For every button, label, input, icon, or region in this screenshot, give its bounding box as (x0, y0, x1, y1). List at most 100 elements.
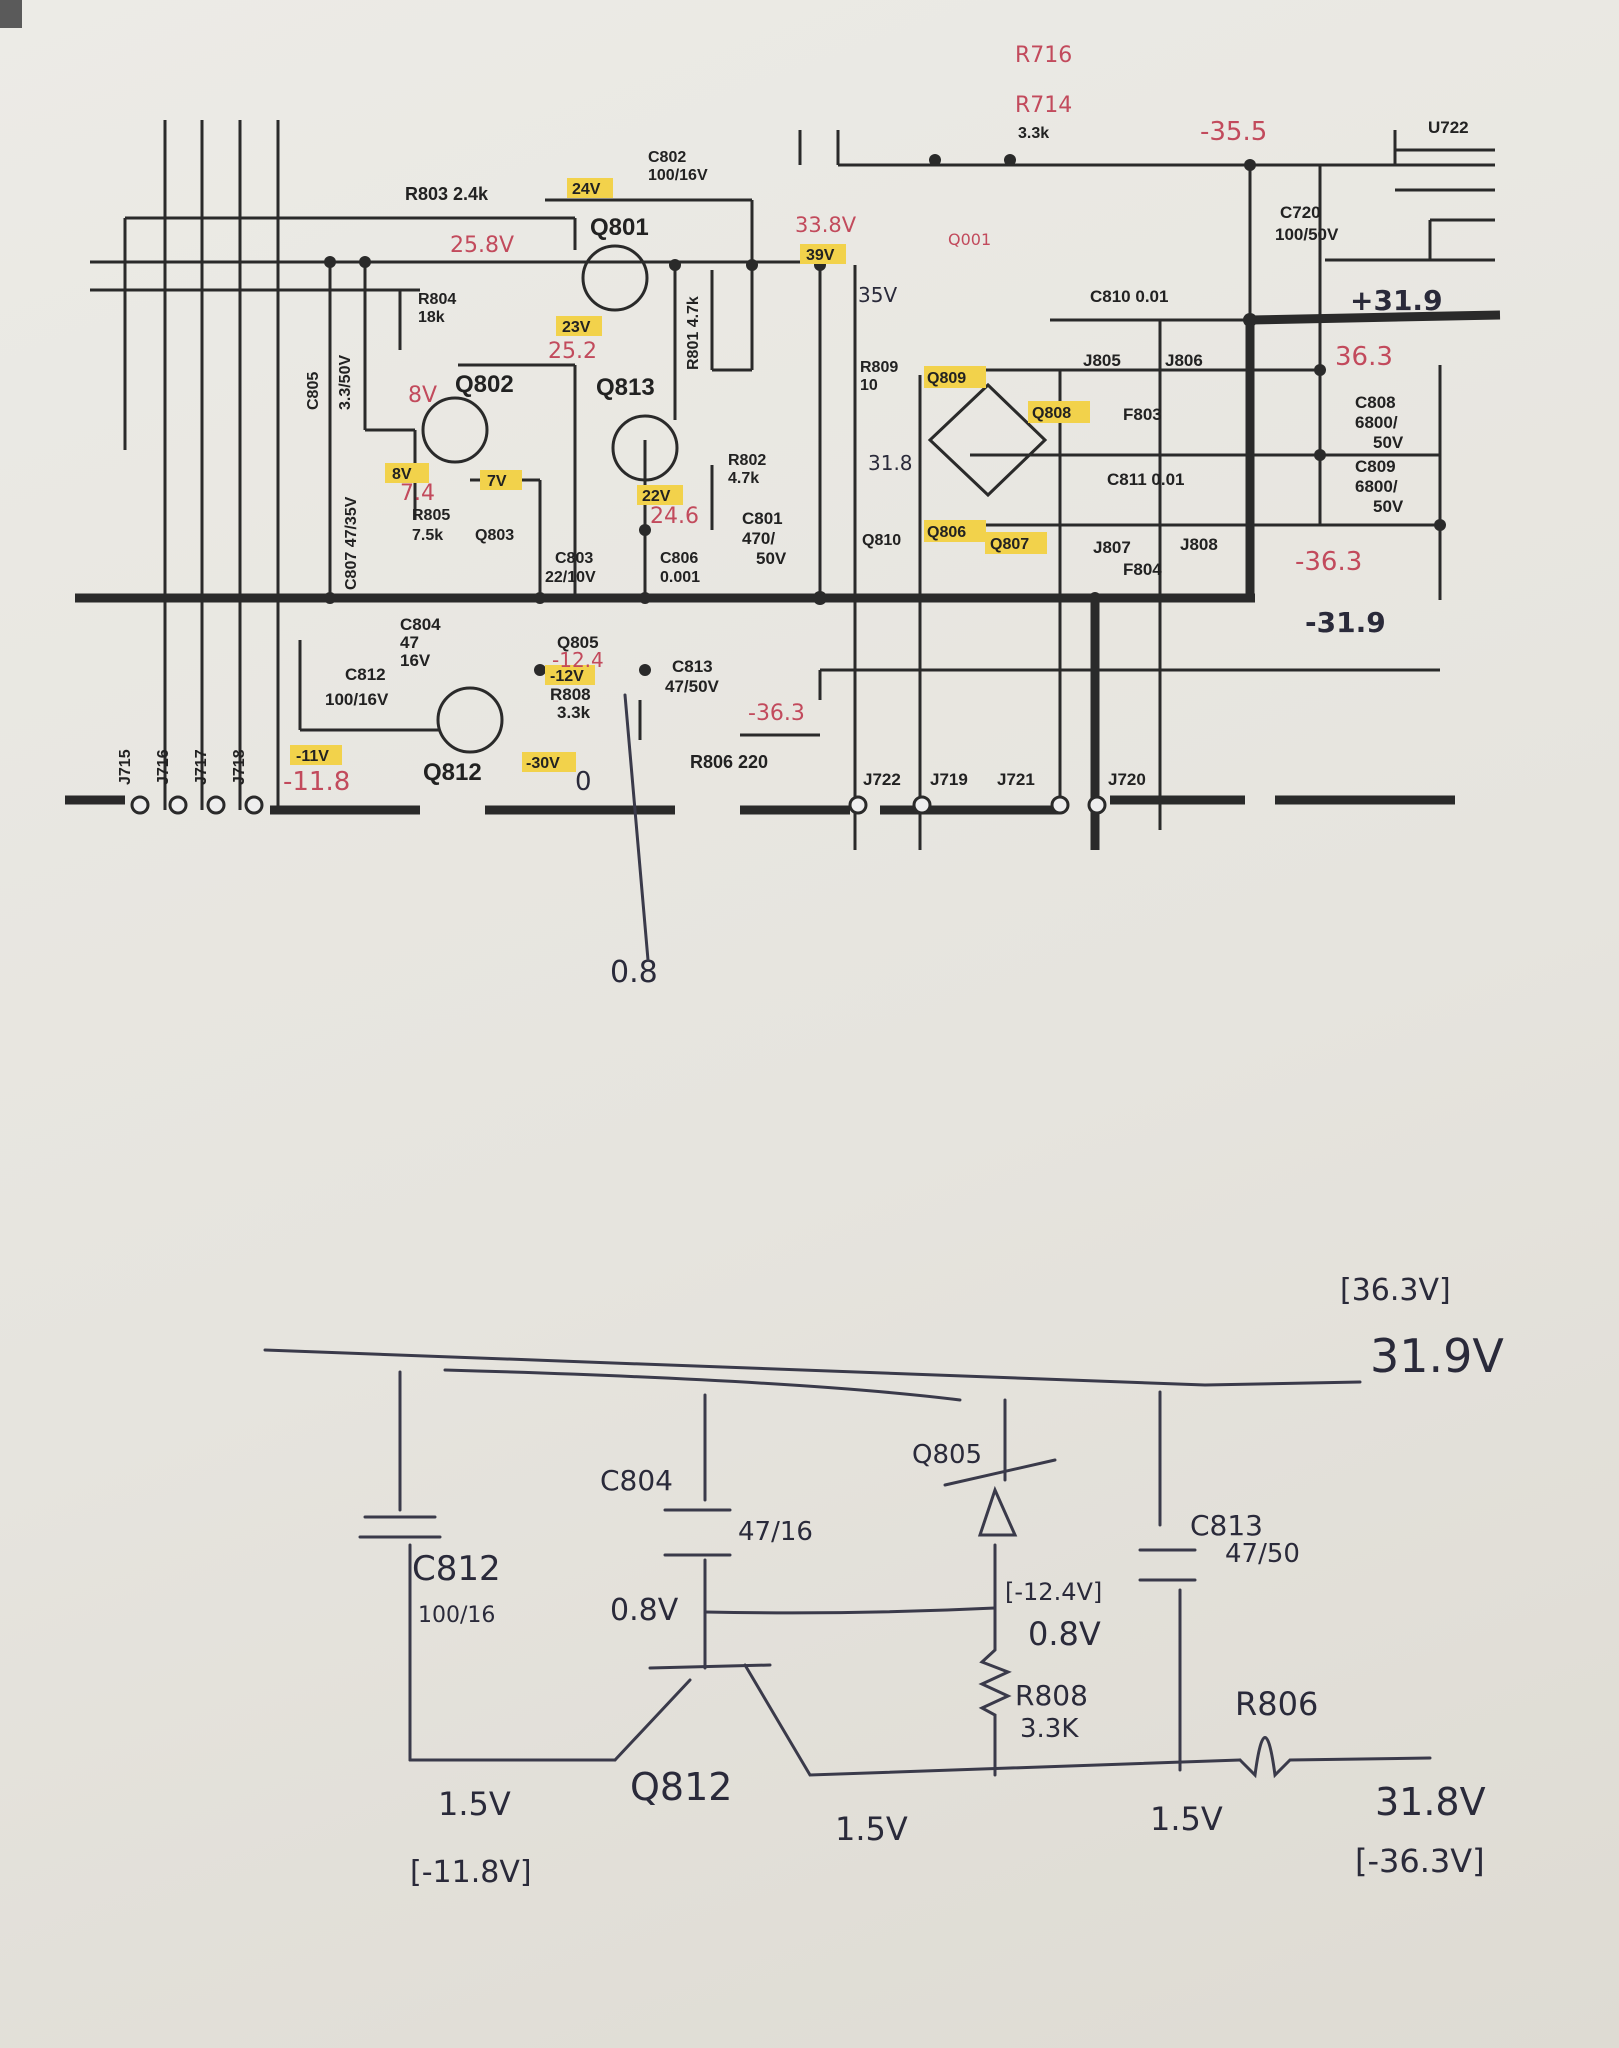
label-q803: Q803 (475, 527, 514, 544)
label-r809-value: 10 (860, 377, 878, 394)
sketch-left-note: [-11.8V] (410, 1855, 532, 1890)
label-c809: C809 (1355, 457, 1396, 476)
label-c813: C813 (672, 657, 713, 676)
note-25-8v: 25.8V (450, 233, 514, 258)
power-rails (65, 310, 1501, 850)
note-7-4: 7.4 (400, 481, 435, 506)
note-minus-36-3-right: -36.3 (1295, 547, 1362, 577)
note-8v: 8V (408, 383, 437, 408)
label-q812: Q812 (423, 759, 482, 786)
label-q808: Q808 (1032, 405, 1071, 422)
sketch-q805-note: [-12.4V] (1005, 1578, 1102, 1606)
note-minus-11-8: -11.8 (283, 767, 350, 797)
label-c802-value: 100/16V (648, 167, 708, 184)
printed-voltages: 24V 23V 22V 8V 7V 39V -12V -11V -30V (296, 181, 835, 772)
transistor-symbols (421, 244, 1048, 754)
label-c802: C802 (648, 149, 686, 166)
label-q807: Q807 (990, 536, 1029, 553)
label-c806: C806 (660, 550, 698, 567)
hand-sketch (263, 1348, 1432, 1779)
label-j716: J716 (155, 749, 172, 785)
label-c812-value: 100/16V (325, 690, 389, 709)
label-q810: Q810 (862, 532, 901, 549)
label-j806: J806 (1165, 351, 1203, 370)
sketch-r808-value: 3.3K (1020, 1714, 1079, 1744)
label-c801: C801 (742, 509, 783, 528)
sketch-q805-label: Q805 (912, 1440, 982, 1470)
label-c803-value: 22/10V (545, 569, 596, 586)
voltage-22v: 22V (642, 488, 671, 505)
voltage-minus-11v: -11V (296, 748, 329, 765)
sketch-c813-value: 47/50 (1225, 1539, 1300, 1569)
label-r808-value: 3.3k (557, 703, 591, 722)
red-notes: 25.8V 33.8V 25.2 24.6 7.4 -12.4 -36.3 -1… (283, 43, 1393, 797)
note-probe-0-8: 0.8 (610, 955, 658, 990)
sketch-top-voltage: 31.9V (1370, 1329, 1504, 1383)
label-c803: C803 (555, 550, 593, 567)
voltage-24v: 24V (572, 181, 601, 198)
note-minus-31-9: -31.9 (1305, 606, 1386, 639)
note-r714: R714 (1015, 93, 1072, 118)
label-j719: J719 (930, 770, 968, 789)
label-r804-value: 18k (418, 309, 445, 326)
label-j722: J722 (863, 770, 901, 789)
label-c804: C804 (400, 615, 441, 634)
junction-dots (324, 154, 1446, 676)
label-j718: J718 (231, 749, 248, 785)
note-minus-35-5: -35.5 (1200, 117, 1267, 147)
label-r802: R802 (728, 452, 766, 469)
printed-schematic (65, 120, 1501, 850)
sketch-out-note: [-36.3V] (1355, 1842, 1485, 1880)
sketch-c804-label: C804 (600, 1464, 673, 1497)
label-j717: J717 (193, 749, 210, 785)
sketch-c812-value: 100/16 (418, 1603, 495, 1628)
note-zero: 0 (575, 767, 592, 797)
label-j808: J808 (1180, 535, 1218, 554)
label-u722: U722 (1428, 118, 1469, 137)
label-r806: R806 220 (690, 752, 768, 772)
label-f804: F804 (1123, 560, 1162, 579)
sketch-q812-label: Q812 (630, 1765, 732, 1809)
label-c805: C805 (305, 372, 322, 410)
note-q001: Q001 (948, 230, 991, 249)
label-c804-value-1: 47 (400, 633, 419, 652)
label-c811: C811 0.01 (1107, 470, 1185, 489)
printed-labels: R803 2.4k C802 100/16V Q801 R804 18k Q80… (117, 118, 1469, 789)
label-q806: Q806 (927, 524, 966, 541)
voltage-23v: 23V (562, 319, 591, 336)
label-r805: R805 (412, 507, 450, 524)
label-j715: J715 (117, 749, 134, 785)
voltage-39v: 39V (806, 247, 835, 264)
note-r716: R716 (1015, 43, 1072, 68)
sketch-mid-voltage: 1.5V (835, 1810, 908, 1848)
sketch-base-voltage: 0.8V (610, 1593, 679, 1628)
note-minus-12-4: -12.4 (552, 648, 604, 672)
label-c806-value: 0.001 (660, 569, 700, 586)
label-c807: C807 47/35V (343, 496, 360, 590)
j-bus-wires (163, 120, 280, 810)
label-q802: Q802 (455, 371, 514, 398)
label-c808: C808 (1355, 393, 1396, 412)
label-c720-value: 100/50V (1275, 225, 1339, 244)
voltage-7v: 7V (487, 473, 507, 490)
label-r803: R803 2.4k (405, 184, 489, 204)
label-c810: C810 0.01 (1090, 287, 1168, 306)
label-c812: C812 (345, 665, 386, 684)
sketch-q805-voltage: 0.8V (1028, 1615, 1101, 1653)
sketch-c813-label: C813 (1190, 1509, 1263, 1542)
label-q813: Q813 (596, 374, 655, 401)
label-r801: R801 4.7k (685, 296, 702, 370)
label-q809: Q809 (927, 370, 966, 387)
label-f803: F803 (1123, 405, 1162, 424)
sketch-left-voltage: 1.5V (438, 1785, 511, 1823)
voltage-minus-12v: -12V (550, 668, 584, 685)
label-r808: R808 (550, 685, 591, 704)
label-c801-value-1: 470/ (742, 529, 775, 548)
label-c809-value-1: 6800/ (1355, 477, 1398, 496)
label-j807: J807 (1093, 538, 1131, 557)
note-minus-36-3: -36.3 (748, 701, 805, 726)
label-c809-value-2: 50V (1373, 497, 1404, 516)
sketch-right-voltage: 1.5V (1150, 1800, 1223, 1838)
